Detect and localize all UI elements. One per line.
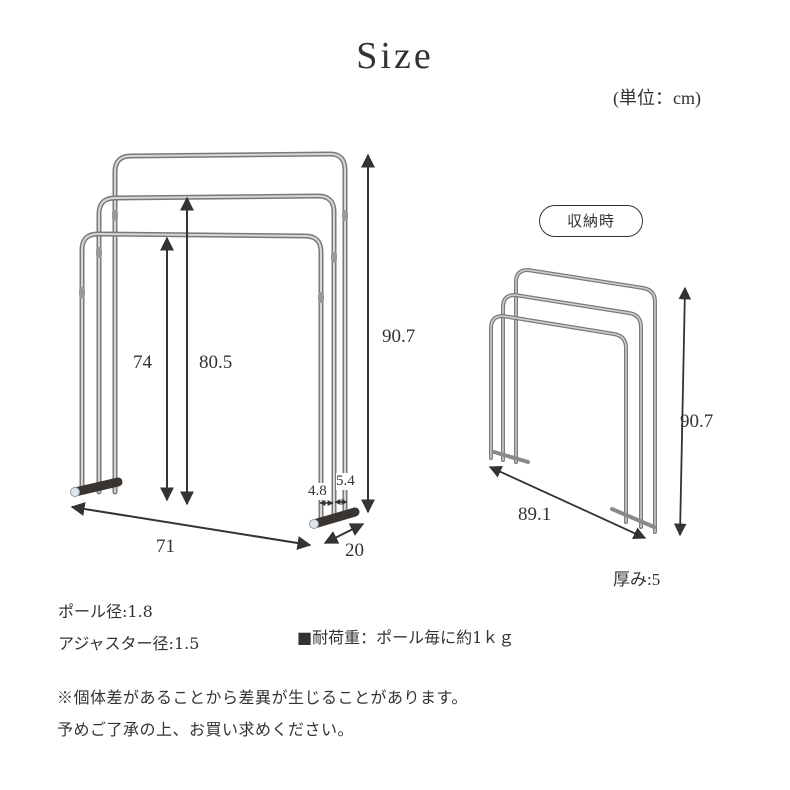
storage-badge: 収納時 — [539, 205, 643, 237]
stored-pole-front — [489, 313, 628, 524]
towel-rack-stored — [489, 267, 657, 534]
stored-dim-thickness: 厚み:5 — [613, 570, 661, 589]
dim-height-total: 90.7 — [382, 326, 416, 347]
pole-joints — [79, 210, 348, 303]
unit-label: (単位：cm) — [613, 88, 701, 108]
base-left — [70, 477, 123, 497]
stored-base-left — [492, 450, 530, 464]
pole-front — [79, 231, 324, 523]
stored-pole-middle — [501, 292, 643, 529]
dim-height-mid: 80.5 — [199, 352, 233, 373]
pole-diameter-spec: ポール径:1.8 — [58, 602, 153, 621]
stored-pole-back — [514, 267, 657, 534]
adjuster-diameter-spec: アジャスター径:1.5 — [58, 634, 200, 653]
dim-pole-gap-2: 5.4 — [336, 473, 355, 490]
stored-dim-height: 90.7 — [680, 411, 714, 432]
dim-width: 71 — [156, 536, 175, 557]
dim-height-short: 74 — [133, 352, 152, 373]
dimension-arrows-stored — [488, 286, 692, 540]
dim-pole-gap-1: 4.8 — [308, 483, 327, 500]
towel-rack-open — [70, 151, 360, 529]
base-right — [309, 507, 360, 529]
page-title: Size — [356, 35, 434, 77]
dim-depth: 20 — [345, 540, 364, 561]
stored-base-right — [610, 507, 656, 529]
note-line-2: 予めご了承の上、お買い求めください。 — [57, 720, 355, 739]
dimension-arrows-open — [70, 153, 375, 550]
stored-dim-length: 89.1 — [518, 504, 552, 525]
note-line-1: ※個体差があることから差異が生じることがあります。 — [57, 688, 468, 707]
pole-back — [112, 151, 348, 515]
load-capacity-spec: ■耐荷重：ポール毎に約1ｋｇ — [297, 628, 515, 647]
pole-middle — [96, 193, 337, 518]
